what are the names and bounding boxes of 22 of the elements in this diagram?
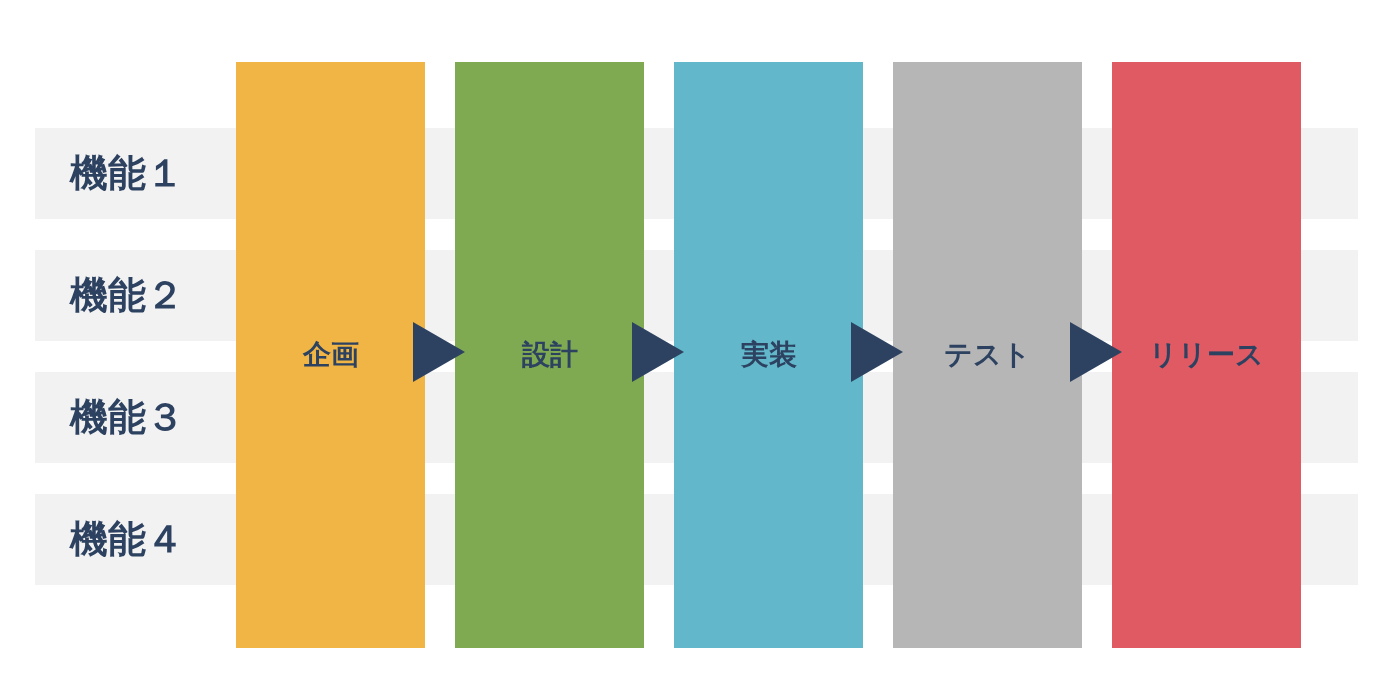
phase-column <box>236 62 425 648</box>
phase-column <box>674 62 863 648</box>
phase-column <box>455 62 644 648</box>
feature-row-band <box>35 372 236 463</box>
phase-label: リリース <box>1149 337 1264 373</box>
feature-label: 機能４ <box>70 516 184 563</box>
arrow <box>1070 322 1122 382</box>
phase-column <box>893 62 1082 648</box>
phase-column <box>1112 62 1301 648</box>
feature-label: 機能３ <box>70 394 184 441</box>
arrow <box>632 322 684 382</box>
phase-label: 企画 <box>302 337 359 373</box>
phase-label: 実装 <box>740 337 797 373</box>
arrow <box>413 322 465 382</box>
arrow <box>851 322 903 382</box>
feature-row-band <box>35 494 236 585</box>
feature-row-band <box>35 128 236 219</box>
feature-row-band <box>35 250 236 341</box>
phase-label: テスト <box>944 337 1031 373</box>
feature-label: 機能２ <box>70 272 184 319</box>
phase-label: 設計 <box>521 337 578 373</box>
feature-label: 機能１ <box>70 150 184 197</box>
